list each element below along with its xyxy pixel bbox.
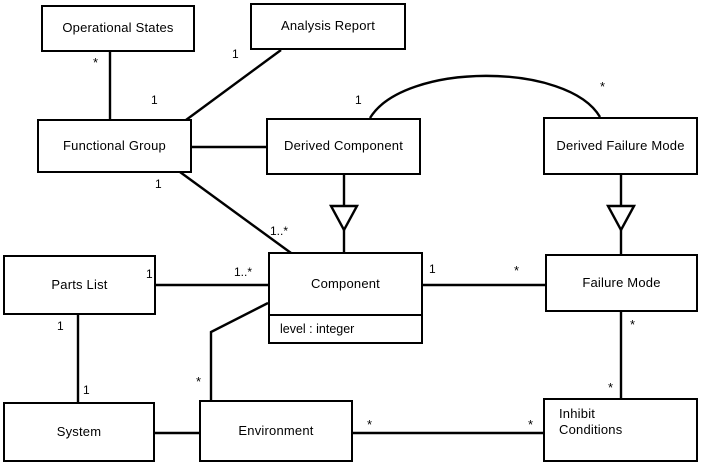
multiplicity-system-parts-list-end: 1	[83, 383, 90, 397]
class-name-system: System	[56, 423, 102, 439]
uml-class-analysis-report[interactable]: Analysis Report	[250, 3, 406, 50]
multiplicity-derived-component-end: 1	[355, 93, 362, 107]
multiplicity-component-parts-list-end: 1..*	[234, 265, 253, 279]
connector-functional-group-component	[179, 171, 292, 254]
class-name-analysis-report: Analysis Report	[280, 18, 376, 34]
class-name-environment: Environment	[238, 422, 314, 438]
multiplicity-component-failure-mode-end: 1	[429, 262, 436, 276]
connector-environment-component	[209, 301, 269, 400]
class-name-derived-component: Derived Component	[283, 138, 404, 154]
uml-class-inhibit-conditions[interactable]: Inhibit Conditions	[543, 398, 698, 462]
multiplicity-failure-mode-component-end: *	[514, 263, 520, 278]
multiplicity-environment-inhibit-end: *	[367, 417, 373, 432]
multiplicity-environment-component-end: *	[196, 374, 202, 389]
generalization-triangle-component	[328, 204, 360, 233]
multiplicity-inhibit-failure-mode-end: *	[608, 380, 614, 395]
multiplicity-functional-group-opstates-end: 1	[151, 93, 158, 107]
uml-class-parts-list[interactable]: Parts List	[3, 255, 156, 315]
connector-derived-component-derived-failure-mode	[368, 74, 602, 119]
uml-class-derived-component[interactable]: Derived Component	[266, 118, 421, 175]
generalization-triangle-failure-mode	[605, 204, 637, 233]
multiplicity-inhibit-environment-end: *	[528, 417, 534, 432]
class-name-functional-group: Functional Group	[63, 137, 166, 153]
uml-class-operational-states[interactable]: Operational States	[41, 5, 195, 52]
multiplicity-parts-list-component-end: 1	[146, 267, 153, 281]
uml-class-system[interactable]: System	[3, 402, 155, 462]
multiplicity-operational-states-end: *	[93, 55, 99, 70]
uml-class-derived-failure-mode[interactable]: Derived Failure Mode	[543, 117, 698, 175]
class-name-parts-list: Parts List	[51, 276, 108, 292]
multiplicity-functional-group-component-end: 1	[155, 177, 162, 191]
class-attribute-component-level: level : integer	[270, 313, 421, 342]
multiplicity-component-functional-group-end: 1..*	[270, 224, 289, 238]
multiplicity-failure-mode-inhibit-end: *	[630, 317, 636, 332]
class-name-component: Component	[310, 275, 380, 291]
class-name-derived-failure-mode: Derived Failure Mode	[556, 137, 685, 153]
uml-class-environment[interactable]: Environment	[199, 400, 353, 462]
uml-class-failure-mode[interactable]: Failure Mode	[545, 254, 698, 312]
multiplicity-parts-list-system-end: 1	[57, 319, 64, 333]
multiplicity-analysis-report-end: 1	[232, 47, 239, 61]
uml-class-functional-group[interactable]: Functional Group	[37, 119, 192, 173]
class-name-inhibit-conditions: Inhibit Conditions	[559, 406, 623, 438]
uml-class-component[interactable]: Component level : integer	[268, 252, 423, 344]
class-name-operational-states: Operational States	[62, 20, 174, 36]
class-name-failure-mode: Failure Mode	[582, 274, 661, 290]
multiplicity-derived-failure-mode-end: *	[600, 79, 606, 94]
